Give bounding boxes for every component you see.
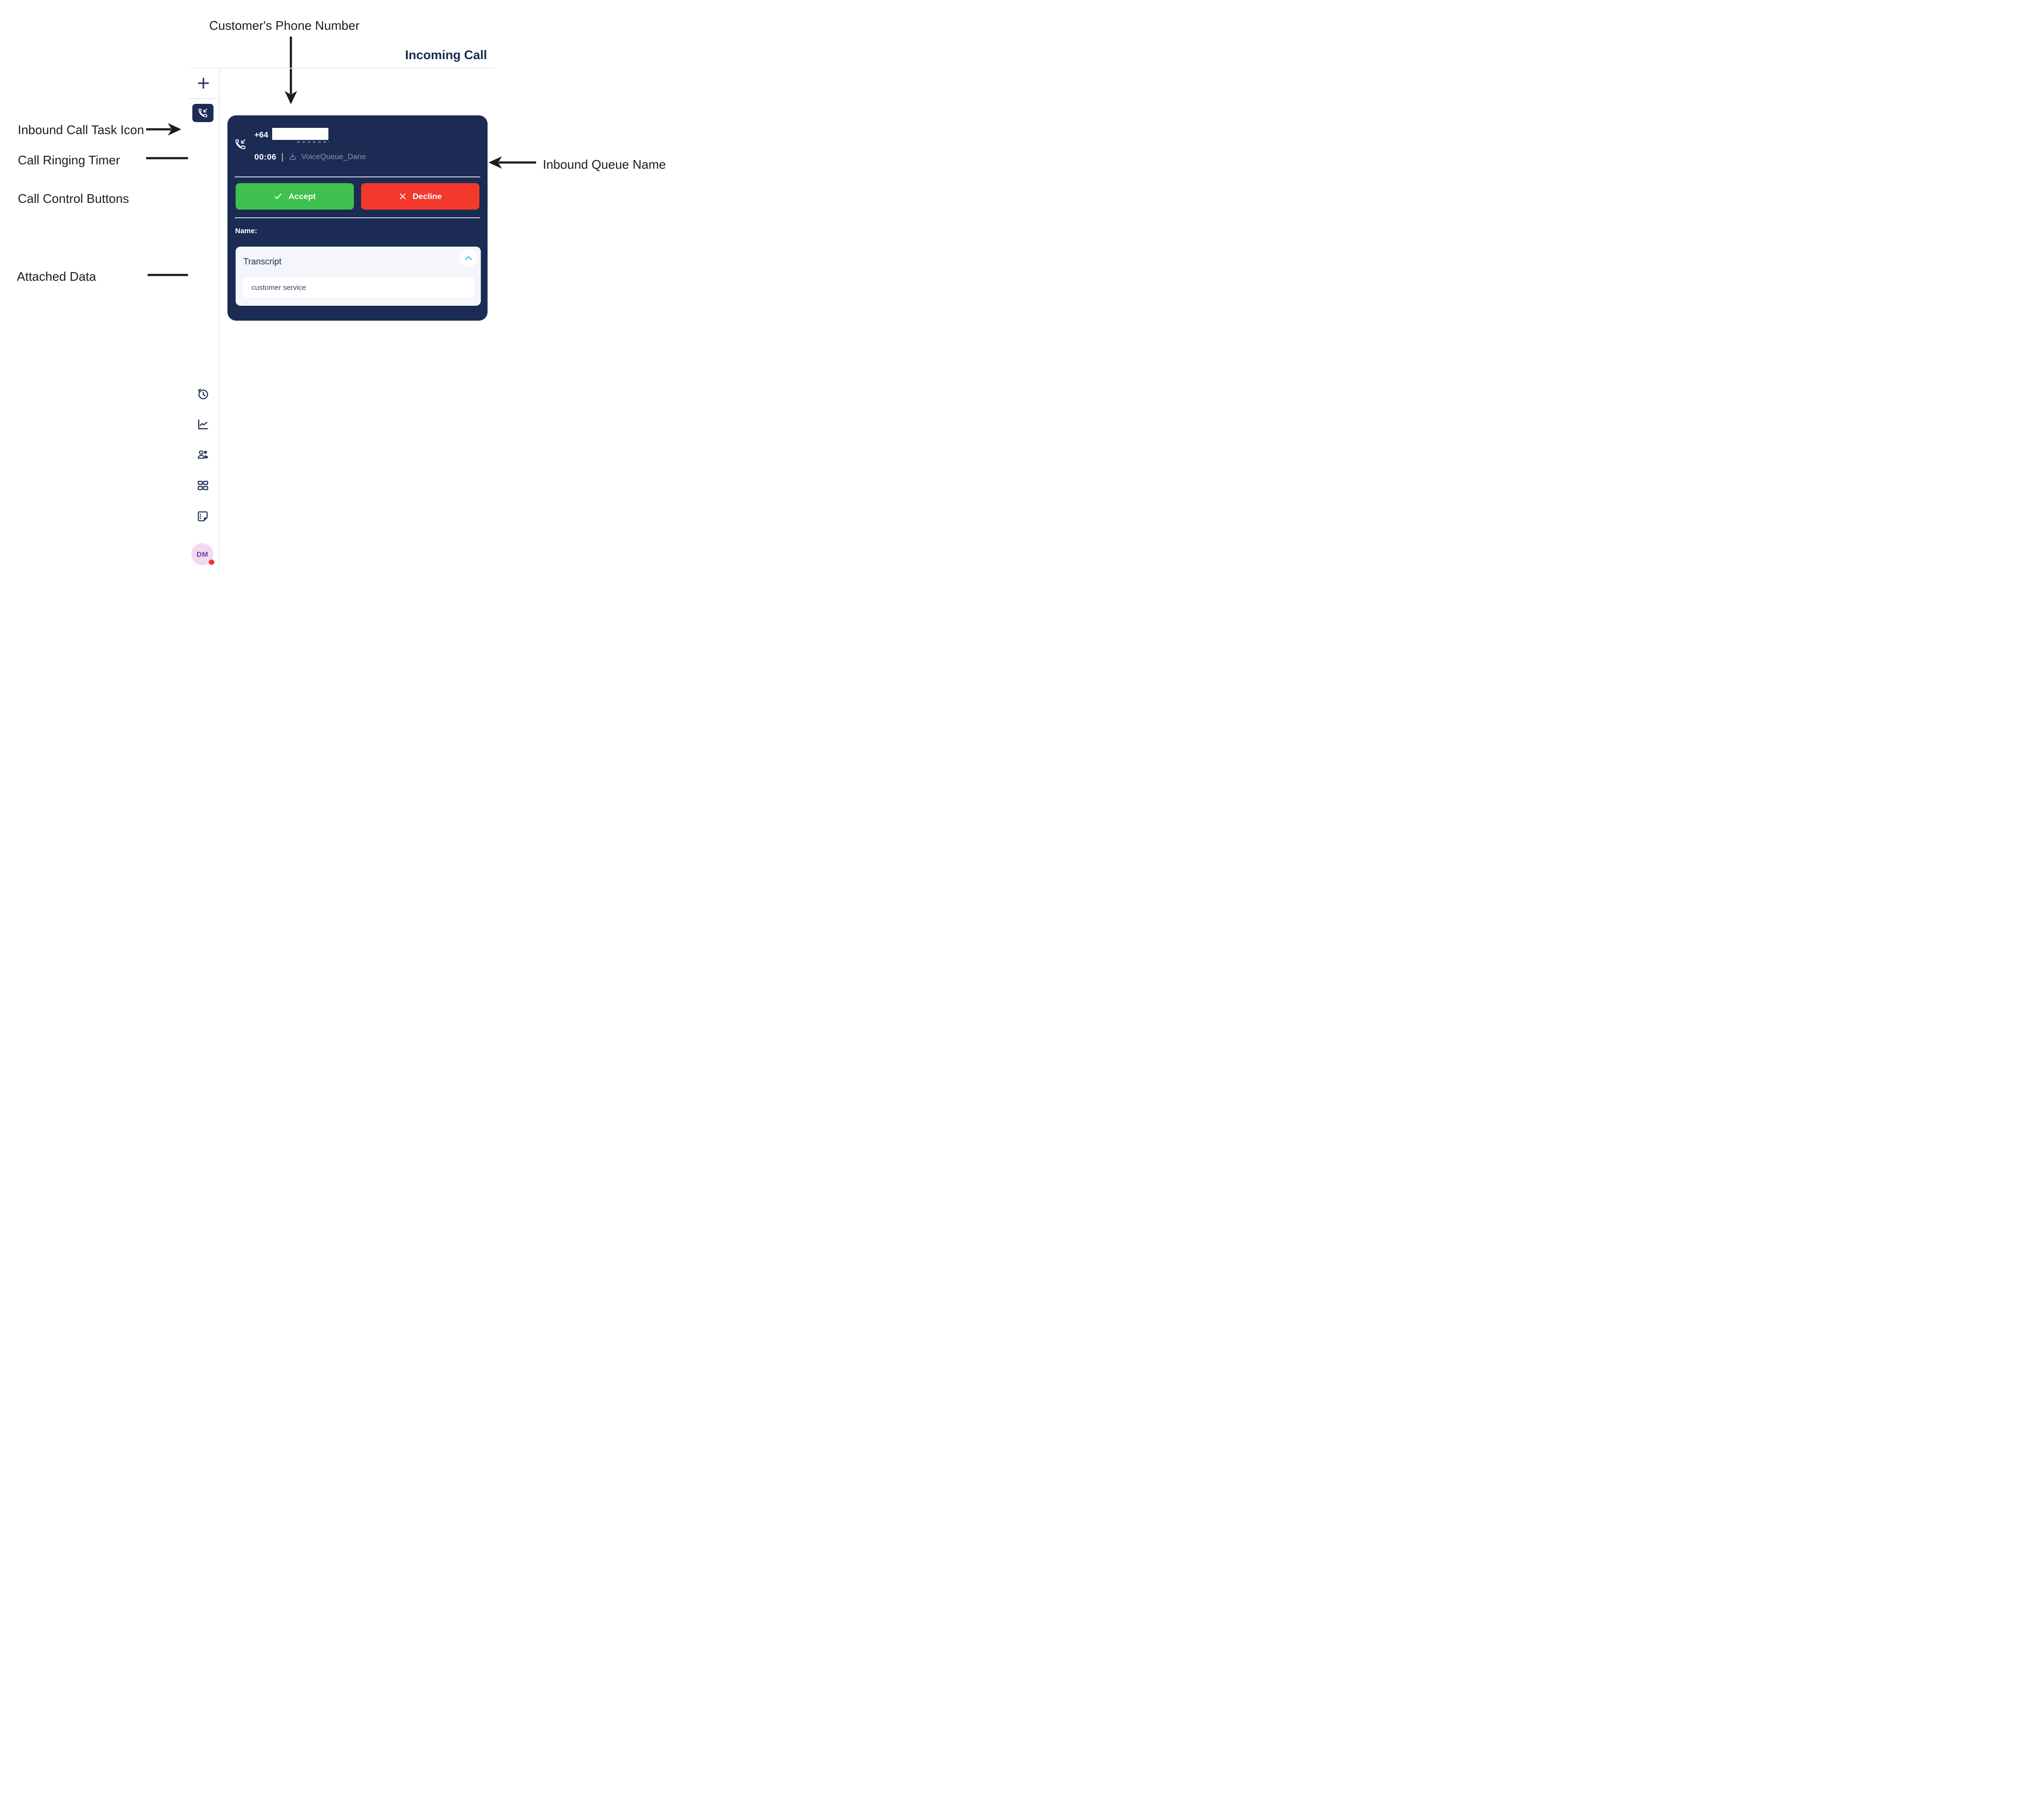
incoming-call-card: +64 00:06 | VoiceQueue_Dane Accept [227,115,488,321]
card-divider-top [235,176,480,177]
name-label: Name: [235,227,257,235]
transcript-title: Transcript [243,257,282,266]
redaction-block [272,128,328,140]
transcript-value-box: customer service [243,277,475,298]
chevron-up-icon [465,256,472,260]
timer-row: 00:06 | VoiceQueue_Dane [254,152,366,162]
dashboard-grid-icon[interactable] [196,478,210,493]
inbound-queue-name: VoiceQueue_Dane [301,152,366,161]
annotation-call-ringing-timer: Call Ringing Timer [18,153,120,167]
inbound-call-task-tab[interactable] [192,104,213,122]
page-title: Incoming Call [405,48,487,62]
stats-chart-icon[interactable] [196,417,210,432]
task-sidebar: DM [188,68,220,574]
annotation-customer-phone-number: Customer's Phone Number [209,18,360,33]
arrow-left-to-queue-name [489,156,536,169]
accept-button[interactable]: Accept [236,183,354,210]
x-icon [400,193,406,200]
annotation-inbound-queue-name: Inbound Queue Name [543,157,666,172]
arrow-down-to-phone-number [285,37,297,104]
queue-download-icon [289,153,296,160]
card-divider-bottom [235,217,480,218]
annotation-inbound-call-task-icon: Inbound Call Task Icon [18,123,144,137]
incoming-call-icon [235,139,246,150]
collapse-toggle[interactable] [459,249,477,267]
arrow-right-to-task-icon [146,123,181,136]
annotation-call-control-buttons: Call Control Buttons [18,191,129,206]
annotated-screenshot: Customer's Phone Number Inbound Call Tas… [0,0,681,603]
decline-label: Decline [413,191,442,201]
separator: | [281,152,284,162]
customer-phone-number: +64 [254,130,268,139]
notes-icon[interactable] [196,509,210,524]
attached-data-panel: Transcript customer service [236,247,481,306]
user-avatar[interactable]: DM [191,543,214,565]
avatar-initials: DM [196,550,209,559]
busy-status-dot [209,560,214,565]
add-task-icon[interactable] [196,76,211,90]
sidebar-divider [188,98,217,99]
decline-button[interactable]: Decline [361,183,479,210]
accept-label: Accept [288,191,316,201]
transcript-value: customer service [251,283,306,292]
annotation-attached-data: Attached Data [17,269,96,284]
header-divider [188,68,495,69]
redacted-digits [297,141,329,143]
call-ringing-timer: 00:06 [254,152,276,162]
inbound-call-task-icon [199,109,207,117]
check-icon [275,193,282,199]
history-icon[interactable] [196,387,210,401]
contacts-icon[interactable] [196,448,210,462]
